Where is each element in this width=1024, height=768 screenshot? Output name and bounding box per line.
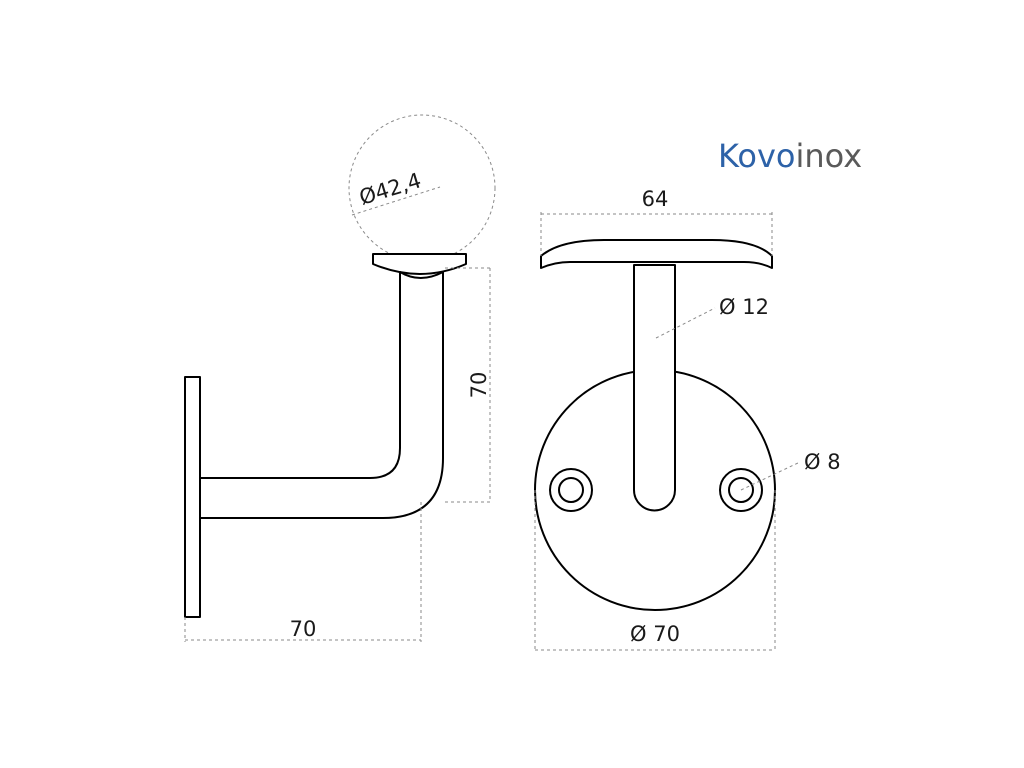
mounting-hole-left-inner (558, 477, 584, 503)
mounting-hole-right-outer (719, 468, 763, 512)
hole-diameter-leader (740, 461, 801, 491)
front-view: 64 Ø 12 Ø 8 Ø 70 (534, 187, 841, 652)
base-diameter-label: Ø 70 (630, 622, 680, 646)
side-view: Ø42,4 70 70 (184, 114, 496, 642)
hole-diameter-label: Ø 8 (804, 450, 841, 474)
svg-text:Kovoinox: Kovoinox (718, 137, 862, 175)
brand-logo-part1: Kovo (718, 137, 795, 175)
top-saddle (540, 239, 773, 269)
support-rod (633, 264, 676, 512)
mounting-hole-right-inner (728, 477, 754, 503)
rod-diameter-leader (655, 307, 716, 339)
wall-plate (184, 376, 201, 618)
sphere-diameter-label: Ø42,4 (356, 168, 424, 209)
brand-logo: Kovoinox (718, 137, 862, 175)
bent-arm (199, 271, 444, 519)
saddle-cup (372, 253, 467, 275)
mounting-hole-left-outer (549, 468, 593, 512)
brand-logo-part2: inox (795, 137, 862, 175)
arm-height-label: 70 (467, 372, 491, 399)
top-width-label: 64 (642, 187, 669, 211)
rod-diameter-label: Ø 12 (719, 295, 769, 319)
arm-length-label: 70 (290, 617, 317, 641)
